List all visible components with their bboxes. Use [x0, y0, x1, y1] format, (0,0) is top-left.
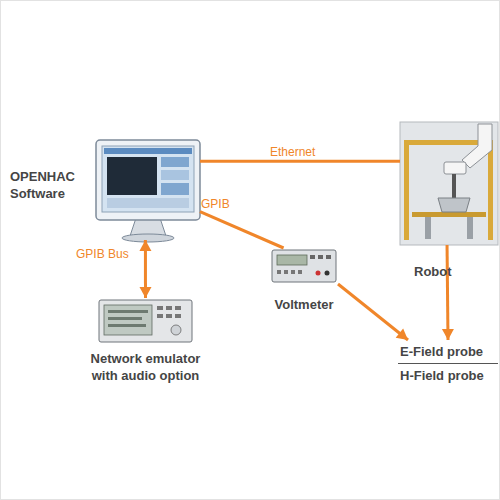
node-label: H-Field probe: [398, 363, 498, 387]
node-label: Network emulator with audio option: [80, 350, 211, 384]
node-label: OPENHAC Software: [10, 168, 84, 202]
arrow-head: [139, 287, 151, 298]
probe-box: E-Field probeH-Field probe: [398, 340, 498, 388]
monitor-illustration: [96, 140, 200, 242]
connector: [139, 240, 151, 298]
arrow-head: [139, 240, 151, 251]
robot-box: Robot: [400, 122, 498, 245]
connector-line: [338, 284, 408, 340]
connector: [200, 212, 284, 248]
network-emulator-illustration: [99, 300, 192, 342]
connection-label: GPIB: [201, 197, 230, 211]
voltmeter-illustration: [272, 250, 336, 282]
node-label: Voltmeter: [258, 296, 350, 313]
connector-line: [446, 245, 450, 340]
arrow-head: [442, 329, 454, 340]
connector: [200, 161, 400, 162]
connection-label: GPIB Bus: [76, 247, 129, 261]
node-label: E-Field probe: [398, 340, 498, 363]
software-monitor: OPENHAC Software: [95, 135, 200, 240]
connection-label: Ethernet: [270, 145, 315, 159]
connector: [338, 284, 408, 340]
arrow-head: [396, 328, 408, 340]
connector: [442, 245, 454, 340]
connector-line: [200, 212, 284, 248]
robot-illustration: [400, 122, 498, 245]
network-emulator-box: Network emulator with audio option: [98, 298, 193, 342]
node-label: Robot: [414, 263, 474, 280]
connector-line: [200, 160, 400, 163]
voltmeter-box: Voltmeter: [270, 248, 338, 284]
